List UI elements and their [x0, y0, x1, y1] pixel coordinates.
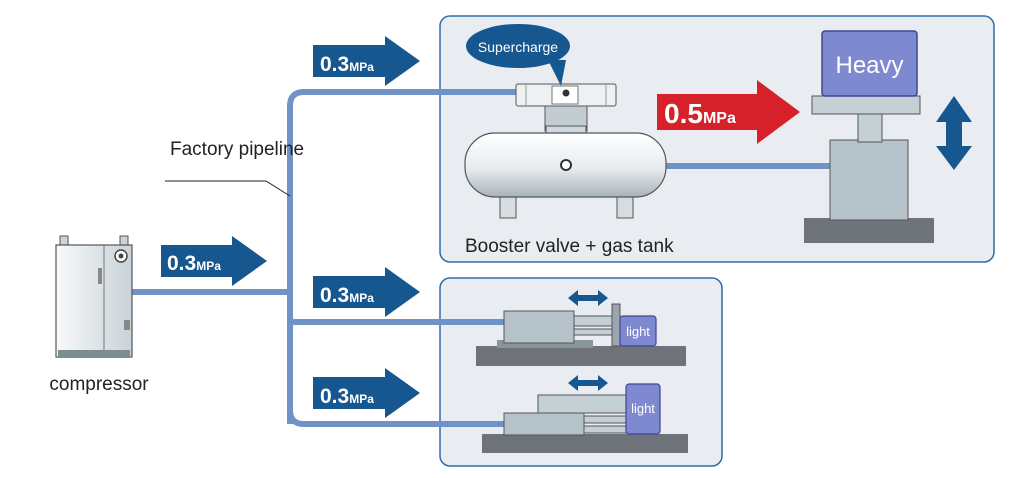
horizontal-motion-arrow-icon-2: [568, 375, 608, 391]
pressure-arrow-top: 0.3MPa: [313, 36, 420, 86]
boosted-pressure-value: 0.5: [664, 98, 703, 129]
light-machine-2: [482, 383, 688, 453]
light-load-block-1: [619, 315, 657, 347]
supercharge-bubble: [466, 24, 570, 86]
pressure-arrow-middle: 0.3MPa: [313, 267, 420, 317]
compressor-unit: [55, 235, 133, 358]
pressure-arrow-compressor: 0.3MPa: [161, 236, 267, 286]
pressure-value: 0.3: [320, 284, 349, 307]
light-label-2: light: [631, 401, 655, 416]
pressure-unit: MPa: [349, 60, 374, 74]
svg-text:0.3MPa: 0.3MPa: [320, 53, 374, 76]
pressure-value: 0.3: [167, 252, 196, 275]
boosted-pressure-unit: MPa: [703, 110, 736, 127]
light-load-block-2: [625, 383, 661, 435]
pressure-arrow-boosted: 0.5MPa: [657, 80, 800, 144]
pipeline-leader-line: [165, 180, 291, 197]
gas-tank: [464, 125, 667, 219]
light-machine-1: [476, 303, 686, 366]
heavy-press-machine: [804, 30, 934, 243]
booster-label: Booster valve + gas tank: [465, 236, 674, 257]
svg-text:0.3MPa: 0.3MPa: [320, 284, 374, 307]
supercharge-label: Supercharge: [478, 39, 558, 55]
pressure-value: 0.3: [320, 385, 349, 408]
pressure-arrow-bottom: 0.3MPa: [313, 368, 420, 418]
svg-text:0.5MPa: 0.5MPa: [664, 98, 736, 129]
factory-pipeline-label: Factory pipeline: [170, 139, 304, 160]
pressure-unit: MPa: [196, 259, 221, 273]
heavy-load-block: [821, 30, 918, 97]
pressure-value: 0.3: [320, 53, 349, 76]
heavy-label: Heavy: [835, 52, 903, 79]
compressor-label: compressor: [49, 374, 149, 395]
pressure-unit: MPa: [349, 291, 374, 305]
svg-text:0.3MPa: 0.3MPa: [167, 252, 221, 275]
svg-text:0.3MPa: 0.3MPa: [320, 385, 374, 408]
horizontal-motion-arrow-icon-1: [568, 290, 608, 306]
pressure-unit: MPa: [349, 392, 374, 406]
vertical-motion-arrow-icon: [936, 96, 972, 170]
light-label-1: light: [626, 324, 650, 339]
